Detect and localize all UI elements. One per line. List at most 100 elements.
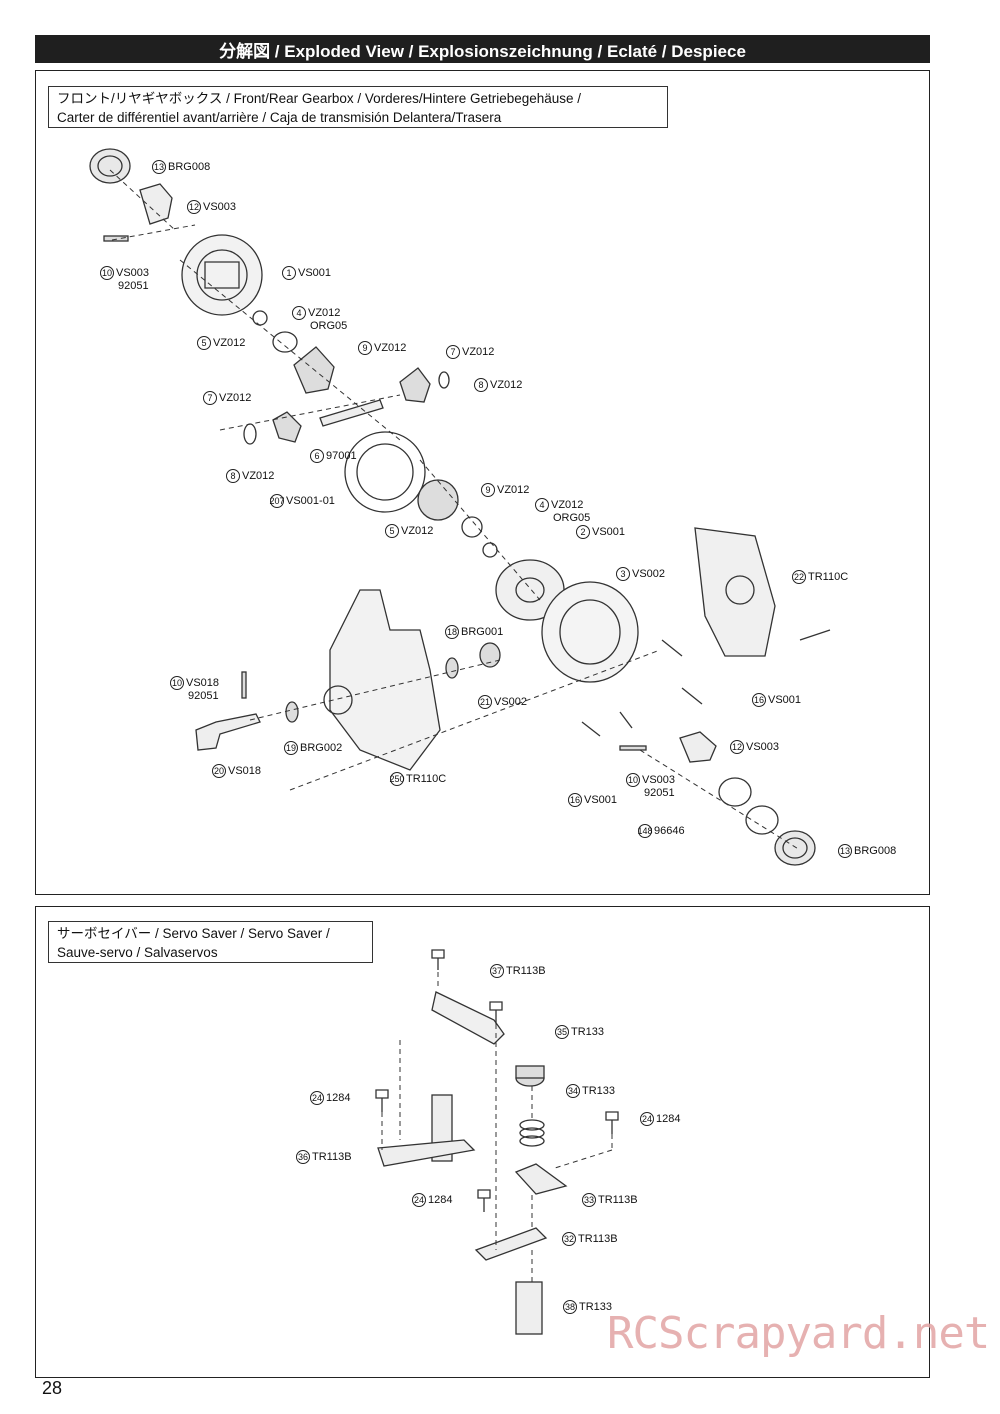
servo-caption-line1: サーボセイバー / Servo Saver / Servo Saver / [57, 926, 330, 941]
part-code: VS003 [746, 741, 780, 753]
part-subcode: ORG05 [310, 320, 348, 332]
part-number-circle: 4 [535, 498, 549, 512]
part-number-circle: 7 [446, 345, 460, 359]
part-subcode: ORG05 [553, 512, 591, 524]
part-number-circle: 250 [389, 772, 405, 786]
part-code: VS001 [592, 526, 626, 538]
part-number-circle: 33 [582, 1193, 596, 1207]
part-code: VZ012 [551, 499, 584, 511]
part-number-circle: 24 [310, 1091, 324, 1105]
part-number-circle: 5 [385, 524, 399, 538]
part-number-circle: 2 [576, 525, 590, 539]
part-code: VZ012 [462, 346, 495, 358]
part-number-circle: 8 [226, 469, 240, 483]
part-code: VZ012 [308, 307, 341, 319]
part-number-circle: 16 [568, 793, 582, 807]
part-code: 97001 [326, 450, 357, 462]
part-code: TR110C [808, 571, 849, 583]
part-number-circle: 10 [626, 773, 640, 787]
watermark: RCScrapyard.net [607, 1308, 990, 1359]
part-code: BRG001 [461, 626, 504, 638]
part-code: VS001 [298, 267, 332, 279]
page-title: 分解図 / Exploded View / Explosionszeichnun… [35, 35, 930, 63]
part-number-circle: 10 [100, 266, 114, 280]
part-number-circle: 9 [481, 483, 495, 497]
part-number-circle: 36 [296, 1150, 310, 1164]
part-code: VZ012 [374, 342, 407, 354]
part-code: VS001 [768, 694, 802, 706]
part-code: TR133 [579, 1301, 613, 1313]
part-number-circle: 207 [269, 494, 285, 508]
part-code: VS002 [494, 696, 528, 708]
part-code: VS003 [203, 201, 237, 213]
gearbox-panel [35, 70, 930, 895]
part-code: TR113B [598, 1194, 638, 1206]
part-number-circle: 8 [474, 378, 488, 392]
part-number-circle: 24 [640, 1112, 654, 1126]
part-code: TR113B [506, 965, 546, 977]
gearbox-drawing [89, 148, 831, 866]
part-number-circle: 1 [282, 266, 296, 280]
part-number-circle: 9 [358, 341, 372, 355]
page-number: 28 [42, 1378, 63, 1398]
gearbox-caption: フロント/リヤギヤボックス / Front/Rear Gearbox / Vor… [48, 86, 668, 128]
servo-caption-line2: Sauve-servo / Salvaservos [57, 945, 218, 960]
part-number-circle: 38 [563, 1300, 577, 1314]
part-code: VS003 [642, 774, 676, 786]
part-number-circle: 37 [490, 964, 504, 978]
part-code: TR113B [578, 1233, 618, 1245]
part-number-circle: 24 [412, 1193, 426, 1207]
part-code: VS018 [186, 677, 220, 689]
part-code: TR113B [312, 1151, 352, 1163]
part-code: VZ012 [401, 525, 434, 537]
part-number-circle: 13 [152, 160, 166, 174]
part-code: BRG008 [168, 161, 211, 173]
part-number-circle: 4 [292, 306, 306, 320]
part-number-circle: 12 [730, 740, 744, 754]
part-subcode: 92051 [188, 690, 219, 702]
part-number-circle: 21 [478, 695, 492, 709]
part-code: 96646 [654, 825, 685, 837]
part-number-circle: 16 [752, 693, 766, 707]
part-code: VS001 [584, 794, 618, 806]
servo-caption: サーボセイバー / Servo Saver / Servo Saver / Sa… [48, 921, 373, 963]
part-number-circle: 13 [838, 844, 852, 858]
part-code: VZ012 [497, 484, 530, 496]
servo-saver-drawing [375, 949, 619, 1335]
part-code: VS001-01 [286, 495, 335, 507]
